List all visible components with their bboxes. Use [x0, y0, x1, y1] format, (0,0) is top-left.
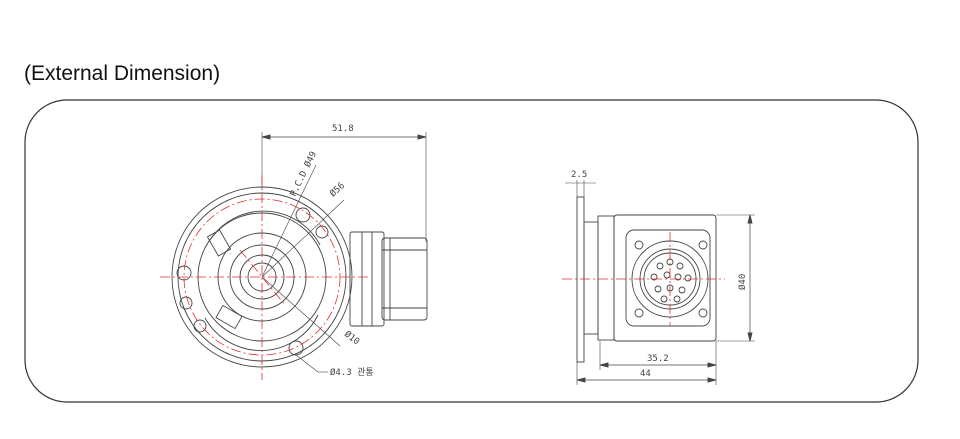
pin [656, 262, 664, 270]
side-flange [576, 196, 585, 363]
dim-width-label: 51.8 [332, 124, 354, 134]
pin [654, 285, 662, 293]
side-body [613, 214, 717, 342]
pin [660, 295, 668, 303]
pin [678, 286, 686, 294]
dim-total-label: 44 [640, 369, 651, 379]
mount-hole [288, 340, 304, 356]
section-heading: (External Dimension) [24, 62, 221, 85]
front-center-lines [160, 175, 370, 380]
dim-outer-label: Ø56 [328, 180, 347, 199]
drawing-frame [24, 99, 919, 403]
pin [663, 271, 671, 279]
mount-hole [295, 207, 311, 223]
dim-body-label: 35.2 [647, 354, 669, 364]
pin [673, 295, 681, 303]
pin [650, 273, 658, 281]
mount-hole [193, 319, 207, 333]
mount-hole [315, 225, 329, 239]
side-center-line [562, 232, 725, 326]
connector-body [381, 237, 428, 321]
mount-hole [179, 296, 193, 310]
pin [674, 273, 682, 281]
front-view [171, 132, 428, 373]
dim-shaft-label: Ø10 [342, 329, 362, 348]
pin [684, 274, 692, 282]
dim-hole-label: Ø4.3 관통 [330, 367, 374, 378]
dim-flange-label: 2.5 [571, 170, 587, 180]
pin [676, 262, 684, 270]
dim-diameter-label: Ø40 [737, 274, 748, 290]
